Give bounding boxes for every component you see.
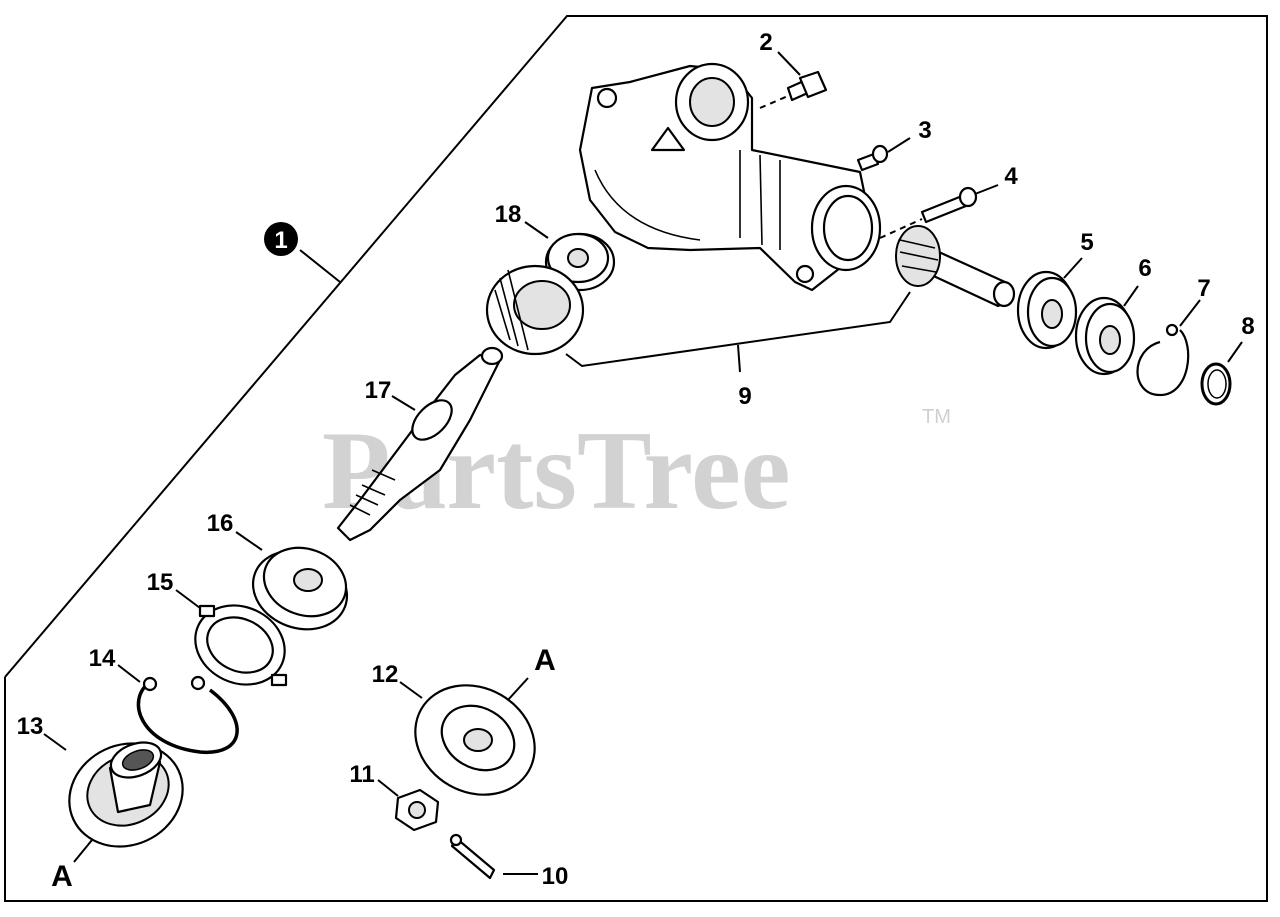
callout-13: 13: [17, 713, 44, 740]
pinion-gear-shaft: [895, 225, 1016, 308]
socket-screw-short: [856, 144, 889, 172]
snap-ring-14: [136, 675, 239, 754]
gear-case-housing: [578, 62, 882, 292]
callout-8: 8: [1241, 313, 1254, 340]
bevel-gear: [485, 264, 585, 356]
watermark-trademark: TM: [922, 406, 951, 428]
bevel-gear-set-bracket: [565, 291, 911, 368]
bearing-16: [251, 546, 349, 631]
callout-6: 6: [1138, 255, 1151, 282]
callout-5: 5: [1080, 229, 1093, 256]
callout-4: 4: [1004, 163, 1018, 190]
leader-lines: [43, 51, 1243, 875]
lock-washer: [194, 604, 288, 687]
hex-nut: [394, 788, 440, 832]
reference-letter-lower: A: [51, 860, 73, 893]
assembly-label: 1: [274, 227, 287, 254]
assembly-boundary: [4, 15, 1268, 902]
blade-holder: [414, 684, 536, 796]
bearing-5: [1016, 270, 1078, 350]
callout-15: 15: [147, 569, 174, 596]
callout-3: 3: [918, 117, 931, 144]
callout-11: 11: [349, 761, 374, 788]
callout-16: 16: [207, 510, 234, 537]
callout-9: 9: [738, 383, 751, 410]
snap-ring-7: [1136, 323, 1190, 397]
reference-letter-upper: A: [534, 644, 556, 677]
callout-14: 14: [89, 645, 116, 672]
assembly-marker: 1: [264, 222, 341, 283]
callout-10: 10: [542, 863, 569, 890]
hex-bolt: [759, 70, 828, 109]
callout-2: 2: [759, 29, 772, 56]
spindle-shaft: [336, 346, 504, 542]
socket-screw-long: [879, 186, 978, 239]
callout-17: 17: [365, 377, 392, 404]
bearing-6: [1074, 296, 1136, 376]
lower-cover: [68, 741, 184, 848]
reference-letters: A A: [51, 644, 556, 893]
callout-7: 7: [1197, 275, 1210, 302]
cotter-pin: [449, 833, 496, 880]
ring-8: [1200, 362, 1232, 406]
callout-12: 12: [372, 661, 399, 688]
callout-18: 18: [495, 201, 522, 228]
callout-labels: 2 3 4 5 6 7 8 9 10 11 12 13 14 15 16 17 …: [17, 29, 1255, 890]
